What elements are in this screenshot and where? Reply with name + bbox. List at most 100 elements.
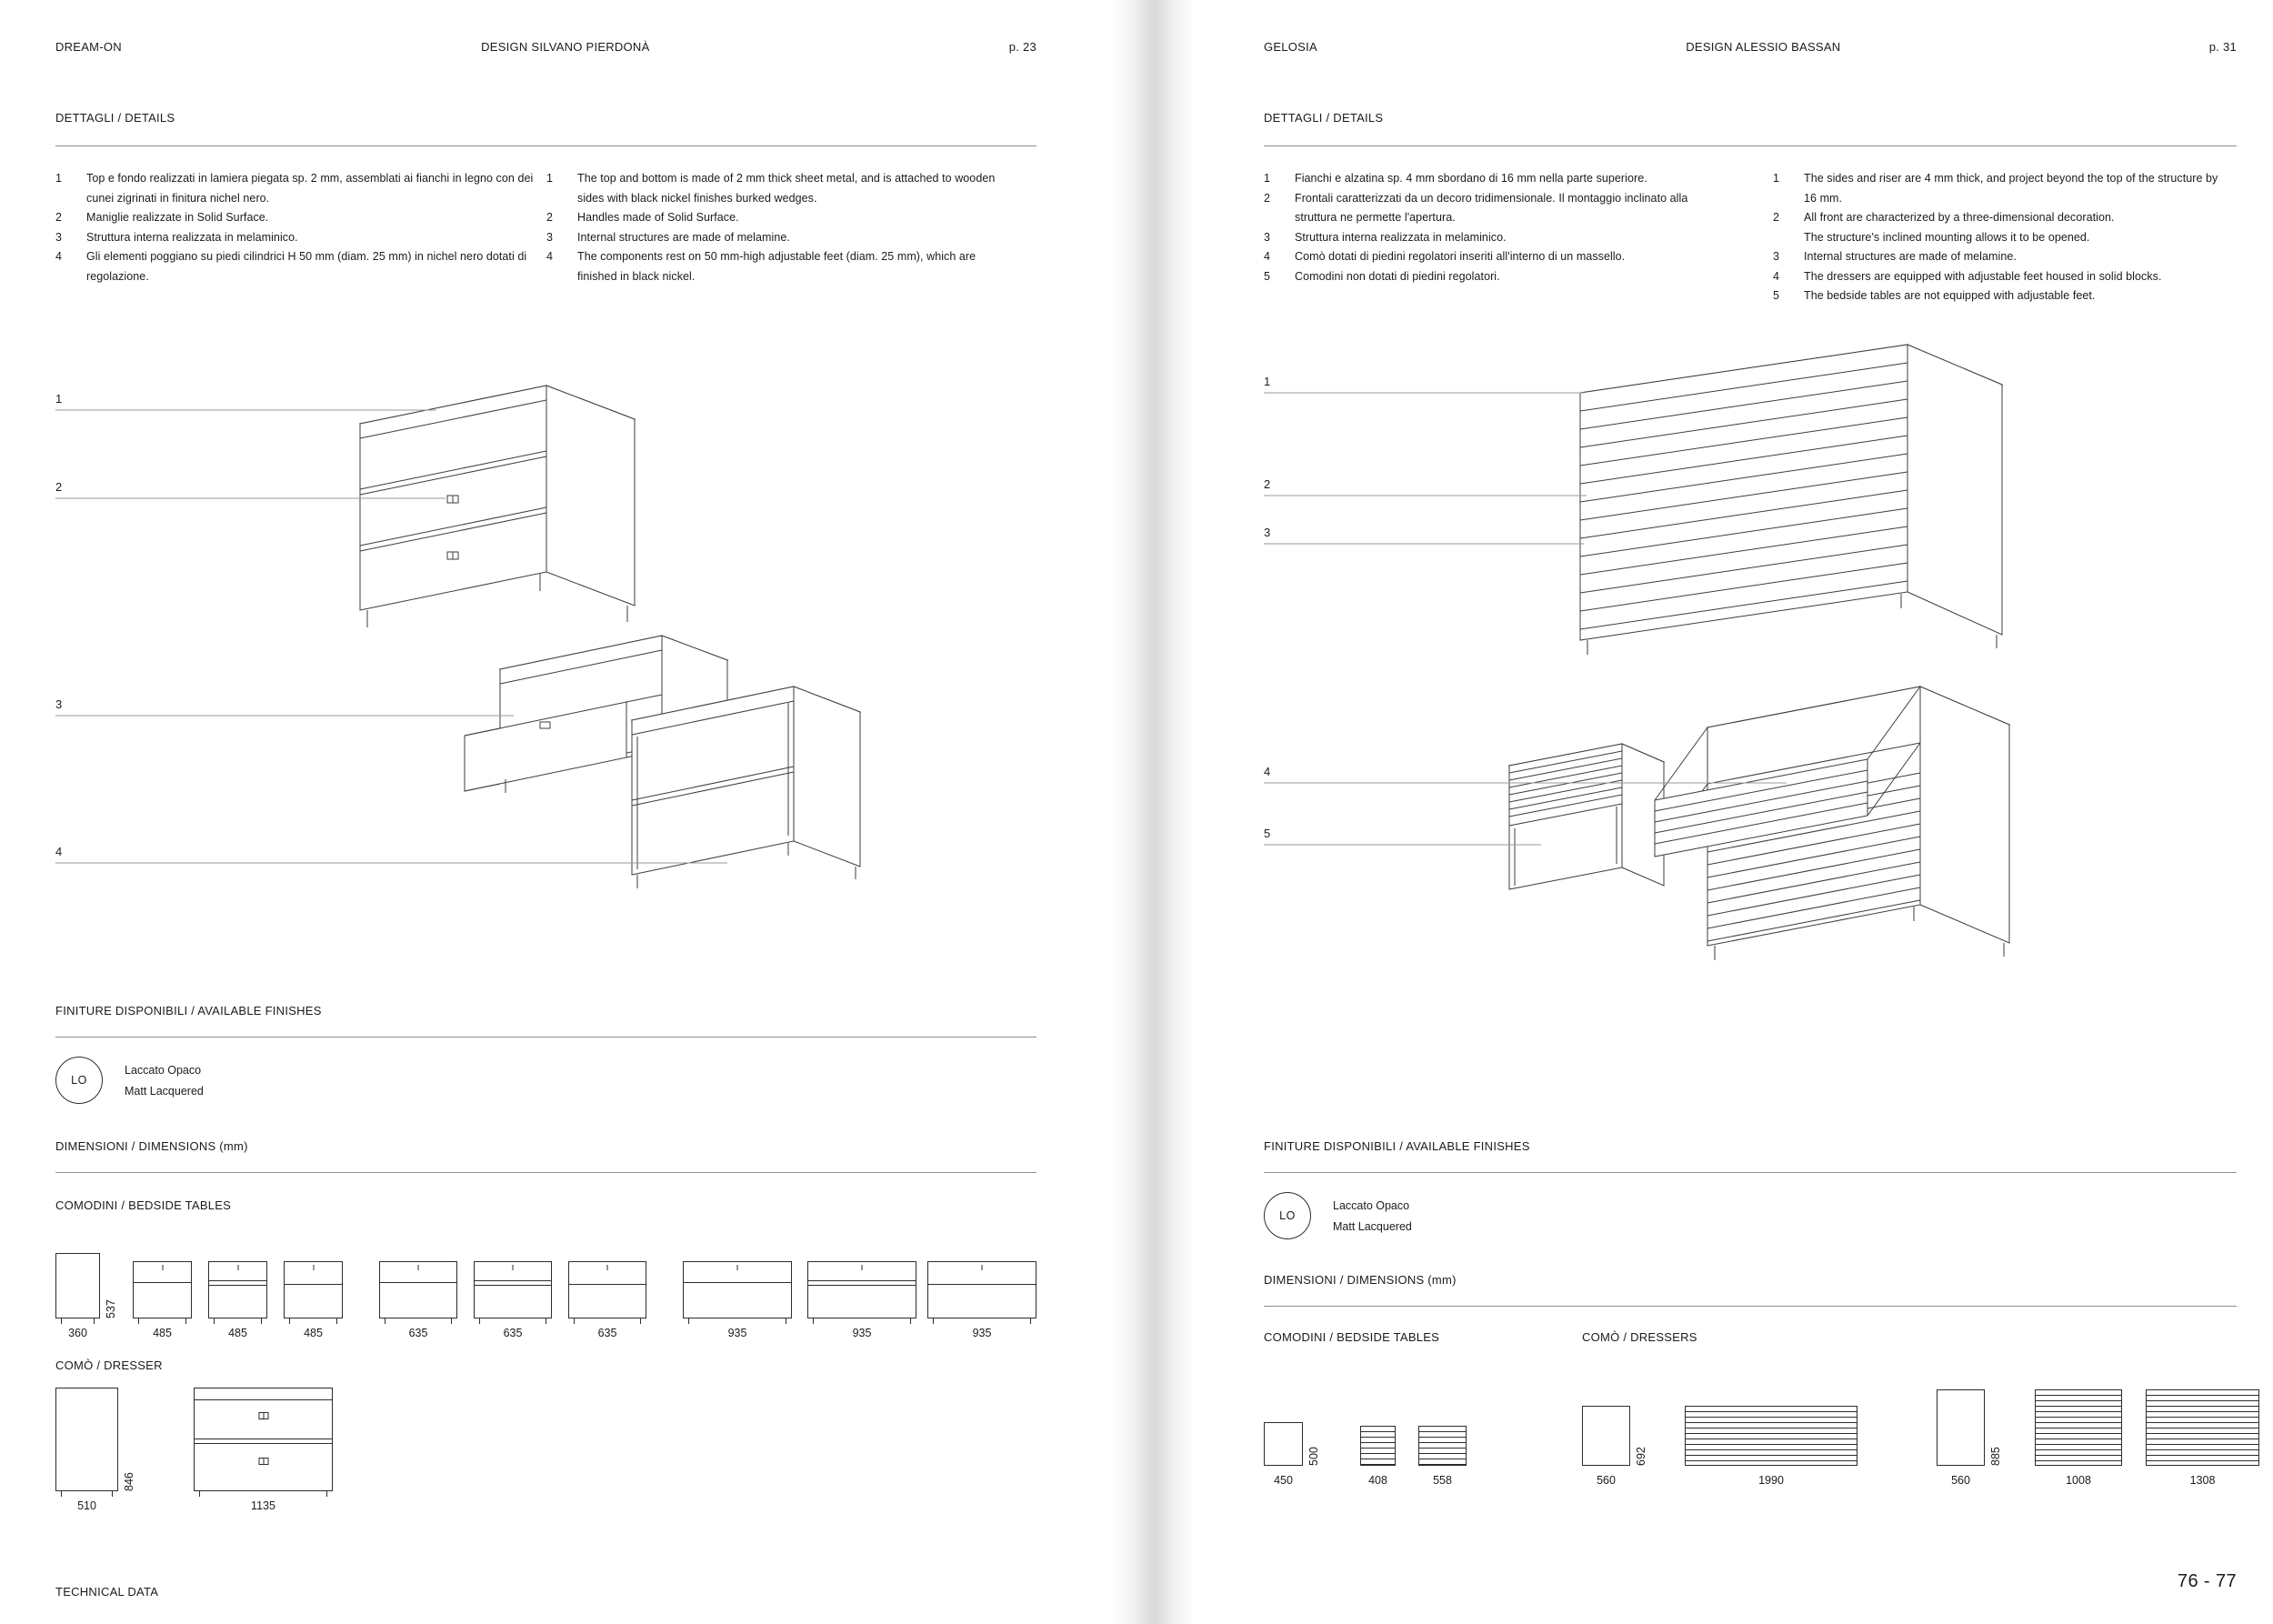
finishes-heading: FINITURE DISPONIBILI / AVAILABLE FINISHE…	[55, 1004, 322, 1018]
divider	[1264, 1172, 2237, 1173]
finish-name: Laccato Opaco Matt Lacquered	[1333, 1199, 1412, 1233]
width-label: 1308	[2189, 1474, 2216, 1487]
furniture-outline	[927, 1261, 1036, 1324]
width-label: 360	[68, 1327, 87, 1339]
divider	[1264, 1306, 2237, 1307]
product-title: GELOSIA	[1264, 40, 1317, 54]
height-label: 537	[105, 1299, 117, 1318]
finishes-heading: FINITURE DISPONIBILI / AVAILABLE FINISHE…	[1264, 1139, 1530, 1153]
footer-note: TECHNICAL DATA	[55, 1585, 159, 1599]
dim-thumb-dresser: 1135	[194, 1388, 333, 1512]
callout-number: 5	[1264, 827, 1271, 840]
technical-drawing-gelosia	[1264, 344, 2011, 960]
furniture-outline	[1418, 1426, 1467, 1466]
height-label: 500	[1307, 1447, 1320, 1466]
furniture-outline	[683, 1261, 792, 1324]
width-label: 485	[153, 1327, 172, 1339]
furniture-outline	[1264, 1422, 1303, 1466]
dresser-heading: COMÒ / DRESSER	[55, 1358, 163, 1372]
callout-number: 2	[55, 480, 63, 494]
designer-credit: DESIGN ALESSIO BASSAN	[1686, 40, 1841, 54]
width-label: 485	[228, 1327, 247, 1339]
width-label: 635	[408, 1327, 428, 1339]
dim-thumb-dresser: 692 560	[1582, 1406, 1647, 1487]
width-label: 485	[304, 1327, 323, 1339]
width-label: 935	[852, 1327, 872, 1339]
dim-thumb-dresser: 885 560	[1937, 1389, 2002, 1487]
furniture-outline	[568, 1261, 646, 1324]
width-label: 510	[77, 1499, 96, 1512]
furniture-outline	[284, 1261, 343, 1324]
dim-thumb-bedside: 485	[284, 1261, 343, 1339]
dim-thumb-bedside: 935	[807, 1261, 916, 1339]
furniture-outline	[133, 1261, 192, 1324]
dressers-heading: COMÒ / DRESSERS	[1582, 1330, 1697, 1344]
width-label: 1990	[1758, 1474, 1784, 1487]
furniture-outline	[474, 1261, 552, 1324]
dimensions-heading: DIMENSIONI / DIMENSIONS (mm)	[1264, 1273, 1457, 1287]
furniture-outline	[2146, 1389, 2259, 1466]
width-label: 560	[1951, 1474, 1970, 1487]
page-dream-on: DREAM-ON DESIGN SILVANO PIERDONÀ p. 23 D…	[0, 0, 1136, 1624]
divider	[55, 1172, 1036, 1173]
finish-badge: LO	[55, 1057, 103, 1104]
width-label: 560	[1597, 1474, 1616, 1487]
dim-thumb-bedside: 558	[1418, 1426, 1467, 1487]
dim-thumb-dresser: 1308	[2146, 1389, 2259, 1487]
height-label: 692	[1635, 1447, 1647, 1466]
furniture-outline	[1360, 1426, 1396, 1466]
furniture-outline	[807, 1261, 916, 1324]
technical-drawing-dream-on	[55, 385, 862, 888]
dim-thumb-dresser: 1008	[2035, 1389, 2122, 1487]
dim-thumb-bedside: 935	[683, 1261, 792, 1339]
page-ref: p. 31	[2208, 40, 2237, 54]
dim-thumb-bedside: 500 450	[1264, 1422, 1320, 1487]
width-label: 558	[1433, 1474, 1452, 1487]
width-label: 450	[1274, 1474, 1293, 1487]
dim-thumb-bedside: 485	[208, 1261, 267, 1339]
dim-thumb-bedside: 635	[474, 1261, 552, 1339]
furniture-outline	[379, 1261, 457, 1324]
width-label: 408	[1368, 1474, 1387, 1487]
dim-thumb-bedside: 635	[568, 1261, 646, 1339]
spread-page-number: 76 - 77	[2177, 1571, 2237, 1591]
dim-thumb-bedside: 485	[133, 1261, 192, 1339]
callout-number: 4	[1264, 765, 1271, 778]
page-ref: p. 23	[1008, 40, 1036, 54]
dim-thumb-bedside: 635	[379, 1261, 457, 1339]
finish-name: Laccato Opaco Matt Lacquered	[125, 1064, 204, 1098]
details-heading: DETTAGLI / DETAILS	[55, 111, 175, 125]
width-label: 1135	[251, 1499, 275, 1512]
furniture-outline	[1937, 1389, 1985, 1466]
page-header: GELOSIA DESIGN ALESSIO BASSAN p. 31	[1264, 40, 2237, 54]
bedside-tables-heading: COMODINI / BEDSIDE TABLES	[55, 1198, 232, 1212]
page-gelosia: GELOSIA DESIGN ALESSIO BASSAN p. 31 DETT…	[1136, 0, 2273, 1624]
height-label: 846	[123, 1472, 135, 1491]
product-title: DREAM-ON	[55, 40, 122, 54]
callout-number: 3	[55, 697, 63, 711]
height-label: 885	[1989, 1447, 2002, 1466]
furniture-outline	[55, 1388, 118, 1497]
furniture-outline	[55, 1253, 100, 1324]
callout-number: 3	[1264, 526, 1271, 539]
details-heading: DETTAGLI / DETAILS	[1264, 111, 1384, 125]
width-label: 635	[597, 1327, 617, 1339]
width-label: 635	[503, 1327, 523, 1339]
